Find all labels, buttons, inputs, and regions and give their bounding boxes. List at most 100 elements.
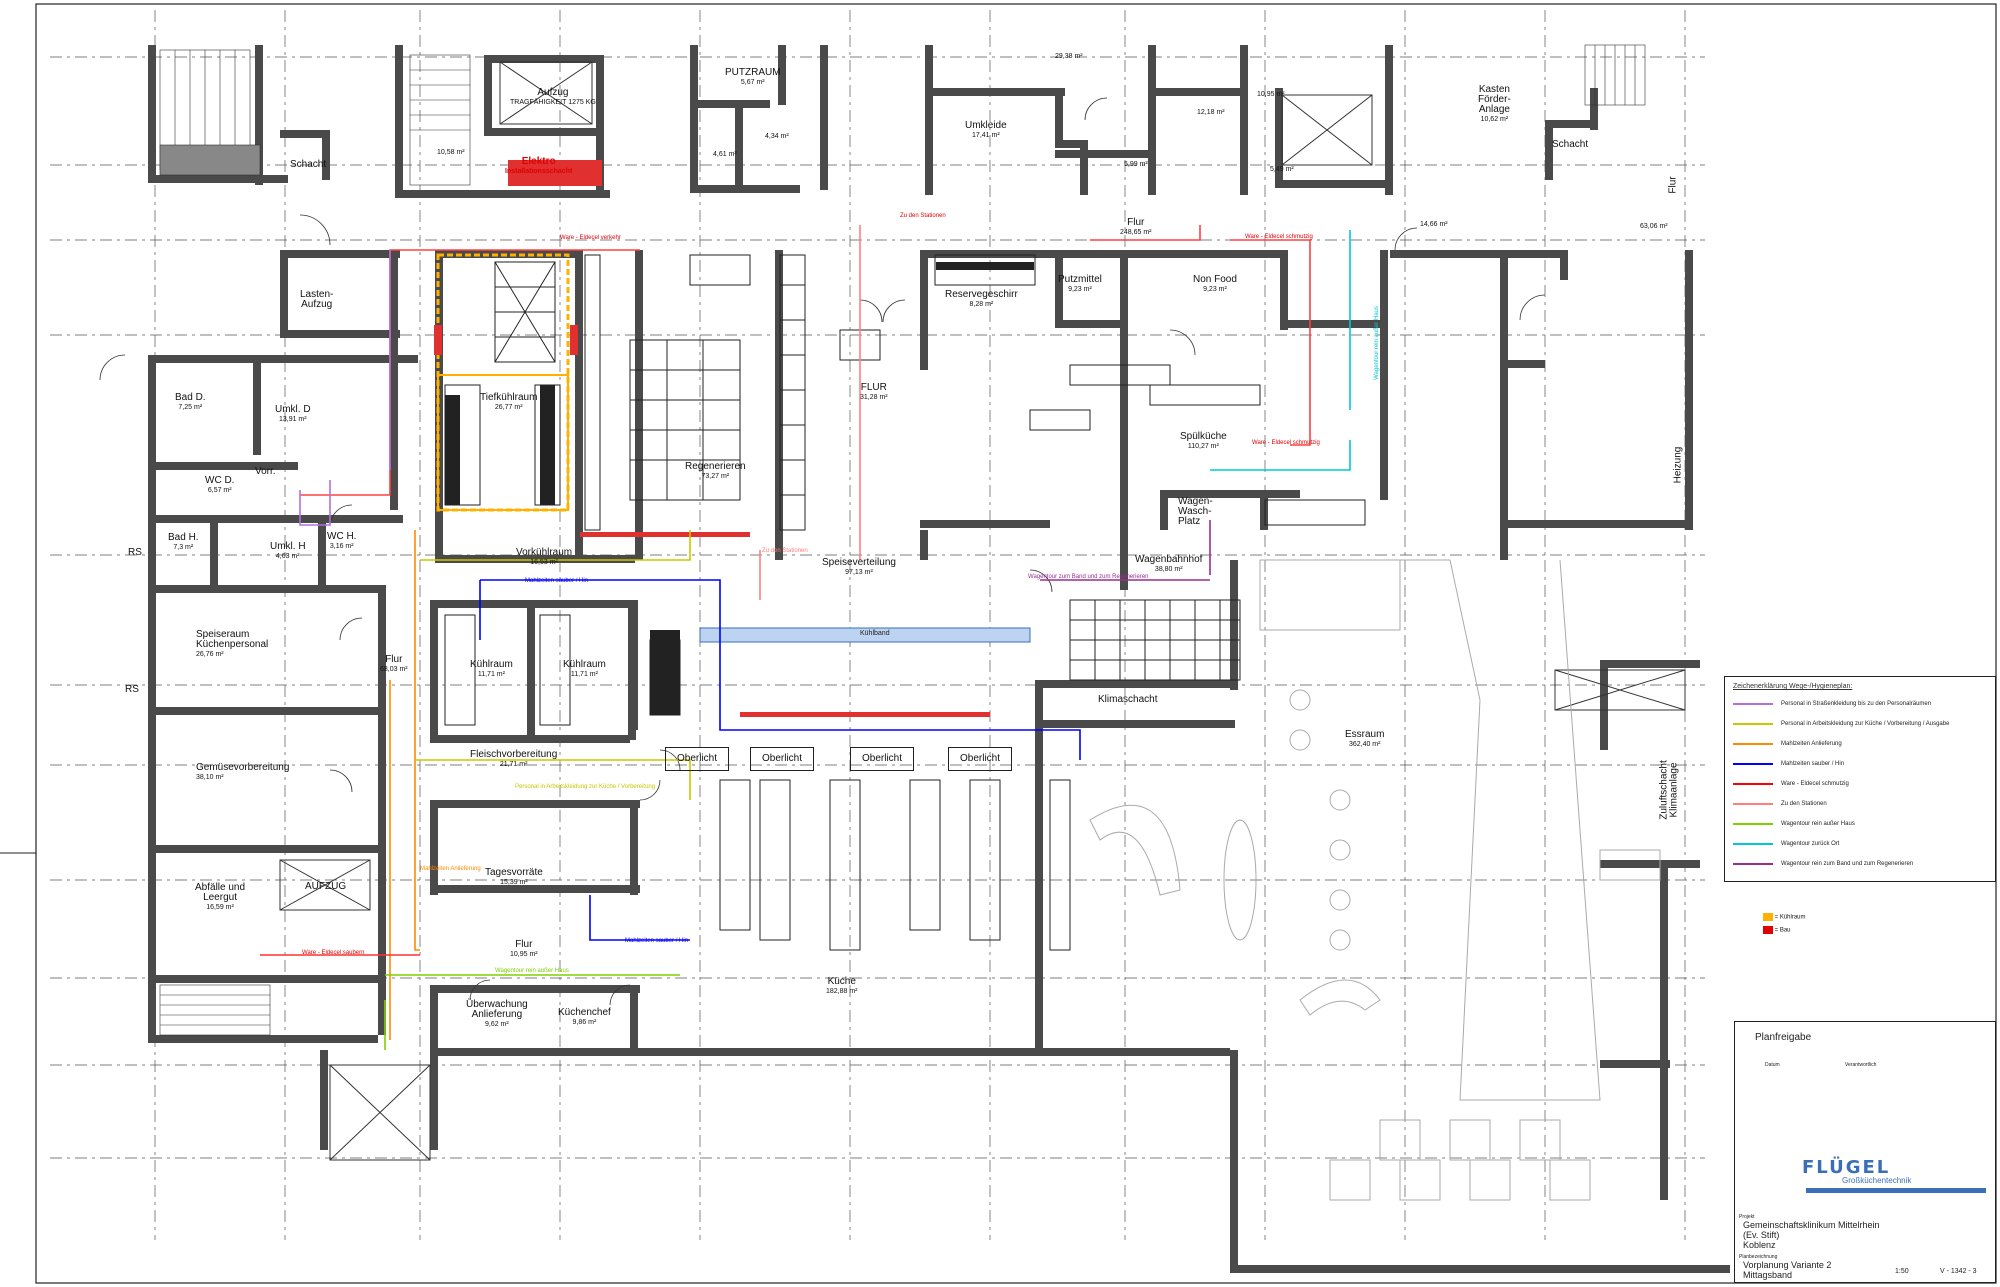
legend-line-swatch bbox=[1733, 763, 1773, 765]
legend-item: Zu den Stationen bbox=[1733, 799, 1827, 809]
legend-line-swatch bbox=[1733, 723, 1773, 725]
key-label-bau: = Bau bbox=[1774, 927, 1791, 934]
legend-line-swatch bbox=[1733, 743, 1773, 745]
key-swatch-yellow bbox=[1763, 913, 1773, 921]
route-label-9: Mahlzeiten Anlieferung bbox=[420, 866, 481, 872]
route-label-2: Zu den Stationen bbox=[900, 213, 946, 219]
legend-item-label: Personal in Arbeitskleidung zur Küche / … bbox=[1781, 721, 1950, 727]
door-swings bbox=[99, 97, 1546, 1006]
titleblock-plan-number: V - 1342 - 3 bbox=[1940, 1268, 1977, 1275]
room-area-549: 5,49 m² bbox=[1270, 166, 1294, 173]
titleblock-header: Planfreigabe bbox=[1755, 1032, 1812, 1043]
route-label-14: Zu den Stationen bbox=[762, 548, 808, 554]
room-area-2938: 29,38 m² bbox=[1055, 53, 1083, 60]
room-area-599: 5,99 m² bbox=[1124, 161, 1148, 168]
walls bbox=[148, 45, 1730, 1273]
room-area-6306: 63,06 m² bbox=[1640, 223, 1668, 230]
kuehlband-conveyor bbox=[699, 627, 1031, 643]
titleblock-planbez: Vorplanung Variante 2 Mittagsband bbox=[1743, 1260, 1832, 1280]
route-label-12: Mahlzeiten sauber / Hin bbox=[625, 938, 689, 944]
titleblock-projekt-label: Projekt bbox=[1739, 1214, 1755, 1220]
legend-item-label: Ware - Eldecel schmutzig bbox=[1781, 781, 1849, 787]
vorkuehl-outline bbox=[437, 374, 569, 511]
essraum-furniture bbox=[1089, 559, 1661, 1201]
room-klimaschacht: Klimaschacht bbox=[1098, 694, 1158, 705]
key-bau: = Bau bbox=[1763, 926, 1791, 934]
room-zuluftschacht: Zuluftschacht Klimaanlage bbox=[1658, 760, 1680, 820]
legend-item-label: Mahlzeiten Anlieferung bbox=[1781, 741, 1842, 747]
room-area-1058: 10,58 m² bbox=[437, 149, 465, 156]
legend-line-swatch bbox=[1733, 823, 1773, 825]
route-label-4: Wagentour rein außer Haus bbox=[1373, 306, 1380, 380]
legend-item: Mahlzeiten Anlieferung bbox=[1733, 739, 1842, 749]
route-label-5: Wagentour zum Band und zum Regenerieren bbox=[1028, 574, 1149, 580]
legend-title: Zeichenerklärung Wege-/Hygieneplan: bbox=[1733, 683, 1853, 690]
cold-room-fill bbox=[445, 262, 1034, 715]
company-logo-bar bbox=[1806, 1188, 1986, 1193]
route-label-8: Ware - Eldecel schmutzig bbox=[1252, 440, 1320, 446]
legend-item: Mahlzeiten sauber / Hin bbox=[1733, 759, 1844, 769]
legend-item-label: Personal in Straßenkleidung bis zu den P… bbox=[1781, 701, 1932, 707]
oberlicht-4: Oberlicht bbox=[948, 747, 1012, 771]
room-bad-d: Bad D.7,25 m² bbox=[175, 392, 206, 412]
lift-boxes bbox=[279, 61, 1686, 1161]
route-label-7: Personal in Arbeitskleidung zur Küche / … bbox=[515, 784, 656, 790]
room-area-434: 4,34 m² bbox=[765, 133, 789, 140]
room-area-1466: 14,66 m² bbox=[1420, 221, 1448, 228]
legend-item-label: Wagentour rein außer Haus bbox=[1781, 821, 1855, 827]
room-bad-h: Bad H.7,3 m² bbox=[168, 532, 199, 552]
route-label-6: Mahlzeiten sauber / Hin bbox=[525, 578, 589, 584]
legend-box: Zeichenerklärung Wege-/Hygieneplan: Pers… bbox=[1724, 676, 1996, 882]
key-label-kuehlraum: = Kühlraum bbox=[1774, 914, 1806, 921]
room-heizung: Heizung bbox=[1672, 446, 1684, 484]
key-kuehlraum: = Kühlraum bbox=[1763, 913, 1806, 921]
legend-item-label: Wagentour zurück Ort bbox=[1781, 841, 1840, 847]
room-aufzug-bottom: AUFZUG bbox=[305, 881, 347, 892]
oberlicht-2: Oberlicht bbox=[750, 747, 814, 771]
route-label-11: Wagentour rein außer Haus bbox=[495, 968, 569, 974]
route-label-10: Ware - Eldecel saubern bbox=[302, 950, 365, 956]
key-swatch-red bbox=[1763, 926, 1773, 934]
route-label-kuehlband: Kühlband bbox=[860, 630, 890, 637]
room-area-1095: 10,95 m² bbox=[1257, 91, 1285, 98]
oberlicht-3: Oberlicht bbox=[850, 747, 914, 771]
legend-item: Wagentour rein außer Haus bbox=[1733, 819, 1855, 829]
room-schacht-right: Schacht bbox=[1552, 139, 1589, 150]
legend-line-swatch bbox=[1733, 803, 1773, 805]
red-marks bbox=[434, 160, 990, 717]
title-block: Planfreigabe Datum Verantwortlich Projek… bbox=[1734, 1021, 1996, 1283]
route-label-1: Ware - Eldecel verkehr bbox=[560, 235, 621, 241]
room-lastenaufzug: Lasten- Aufzug bbox=[300, 289, 334, 310]
room-wc-d: WC D.6,57 m² bbox=[205, 475, 235, 495]
oberlicht-1: Oberlicht bbox=[665, 747, 729, 771]
hygiene-routes bbox=[260, 225, 1351, 1050]
room-vorr: Vorr. bbox=[255, 466, 276, 477]
company-logo: FLÜGEL bbox=[1802, 1157, 1891, 1178]
room-wagenwaschplatz: Wagen- Wasch- Platz bbox=[1178, 496, 1213, 527]
sheet-border bbox=[35, 3, 1997, 1284]
